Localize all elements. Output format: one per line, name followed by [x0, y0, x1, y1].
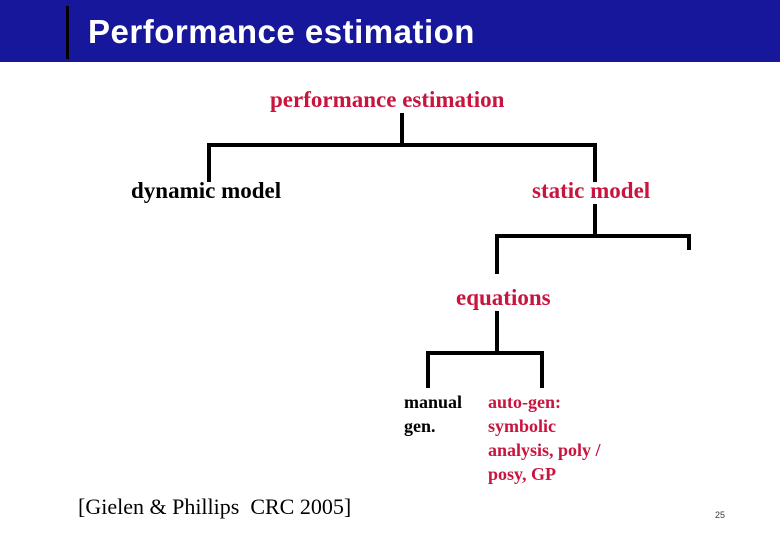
connector-static-drop: [593, 143, 597, 182]
page-number: 25: [715, 510, 726, 520]
citation: [Gielen & Phillips CRC 2005]: [78, 494, 352, 519]
connector-equations-drop: [495, 234, 499, 274]
tree-node-static-model: static model: [532, 178, 651, 203]
tree-node-performance-estimation: performance estimation: [270, 87, 505, 112]
connector-root-stem: [400, 113, 404, 146]
slide-title: Performance estimation: [88, 13, 475, 50]
connector-equations-stem: [495, 311, 499, 355]
connector-unlabeled-stub: [687, 234, 691, 250]
connector-auto-drop: [540, 351, 544, 388]
tree-node-manual-gen: manual gen.: [404, 392, 463, 436]
tree-node-dynamic-model: dynamic model: [131, 178, 282, 203]
tree-node-equations: equations: [456, 285, 551, 310]
connector-static-stem: [593, 204, 597, 238]
connector-manual-drop: [426, 351, 430, 388]
title-bar: Performance estimation: [0, 0, 780, 62]
connector-level3-horizontal: [426, 351, 544, 355]
tree-node-auto-gen: auto-gen: symbolic analysis, poly / posy…: [488, 392, 601, 484]
connector-dynamic-drop: [207, 143, 211, 182]
connector-level2-horizontal: [495, 234, 691, 238]
connector-level1-horizontal: [207, 143, 597, 147]
title-accent-rule: [66, 6, 69, 59]
